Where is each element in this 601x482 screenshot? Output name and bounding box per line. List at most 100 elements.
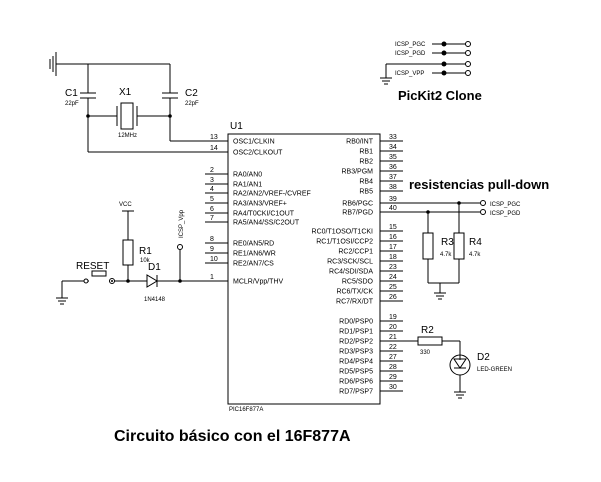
ic-pin-name: RD6/PSP6	[339, 379, 373, 386]
pickit-connector: ICSP_PGC ICSP_PGD ICSP_VPP PicKit2 Clone	[380, 41, 482, 103]
r1-ref: R1	[139, 246, 152, 257]
ic-pin-number: 28	[389, 364, 397, 371]
ic-pin-number: 23	[389, 264, 397, 271]
ic-pin-name: RC0/T1OSO/T1CKI	[312, 229, 374, 236]
ic-pin-number: 35	[389, 154, 397, 161]
x1-ref: X1	[119, 87, 132, 98]
ic-ref: U1	[230, 121, 243, 132]
ic-pin-name: RC4/SDI/SDA	[329, 269, 373, 276]
d1-value: 1N4148	[144, 297, 166, 303]
ic-pin-name: RA2/AN2/VREF-/CVREF	[233, 191, 311, 198]
ic-pin-name: RE0/AN5/RD	[233, 241, 274, 248]
x1-value: 12MHz	[118, 133, 137, 139]
pickit-pin-vpp-label: ICSP_VPP	[395, 71, 424, 77]
ic-pin-name: RB5	[359, 189, 373, 196]
ic-pin-name: RD2/PSP2	[339, 339, 373, 346]
ic-pin-number: 9	[210, 246, 214, 253]
ic-pin-name: OSC2/CLKOUT	[233, 150, 283, 157]
r4-value: 4.7k	[469, 252, 481, 258]
pickit-pin-pgc-label: ICSP_PGC	[395, 42, 426, 48]
r2-ref: R2	[421, 325, 434, 336]
ic-pin-name: RC6/TX/CK	[336, 289, 373, 296]
ic-pin-number: 13	[210, 134, 218, 141]
ic-pin-name: RB0/INT	[346, 139, 374, 146]
ic-pin-number: 37	[389, 174, 397, 181]
ic-pin-number: 15	[389, 224, 397, 231]
pulldown-pgc-label: ICSP_PGC	[490, 202, 521, 208]
ic-pin-name: RE1/AN6/WR	[233, 251, 276, 258]
ic-pin-name: RB4	[359, 179, 373, 186]
ic-pin-name: RD1/PSP1	[339, 329, 373, 336]
ic-pin-name: RA3/AN3/VREF+	[233, 201, 287, 208]
ic-pin-name: RD5/PSP5	[339, 369, 373, 376]
ic-pin-number: 30	[389, 384, 397, 391]
ic-pin-name: RA4/T0CKI/C1OUT	[233, 211, 295, 218]
ic-pin-number: 39	[389, 196, 397, 203]
ic-pin-number: 20	[389, 324, 397, 331]
ic-pin-name: RC5/SDO	[342, 279, 374, 286]
icsp-vpp-label: ICSP_Vpp	[179, 209, 185, 238]
ic-pin-name: RD4/PSP4	[339, 359, 373, 366]
ic-pin-number: 25	[389, 284, 397, 291]
ic-pin-number: 8	[210, 236, 214, 243]
ic-pin-number: 26	[389, 294, 397, 301]
ic-pin-number: 17	[389, 244, 397, 251]
r1-value: 10k	[140, 258, 151, 264]
r4-ref: R4	[469, 237, 482, 248]
diagram-title: Circuito básico con el 16F877A	[114, 428, 351, 445]
ic-pin-name: RC3/SCK/SCL	[327, 259, 373, 266]
ic-pin-name: RB2	[359, 159, 373, 166]
ic-pin-number: 19	[389, 314, 397, 321]
ic-pin-number: 33	[389, 134, 397, 141]
r3-ref: R3	[441, 237, 454, 248]
ic-pin-name: RD0/PSP0	[339, 319, 373, 326]
d1-ref: D1	[148, 262, 161, 273]
r3-value: 4.7k	[440, 252, 452, 258]
ic-pin-number: 2	[210, 167, 214, 174]
ic-part: PIC16F877A	[229, 407, 263, 413]
ic-pin-number: 18	[389, 254, 397, 261]
ic-pin-name: RC7/RX/DT	[336, 299, 374, 306]
ic-pin-number: 14	[210, 145, 218, 152]
ic-pin-number: 40	[389, 205, 397, 212]
ic-pin-number: 6	[210, 206, 214, 213]
ic-pin-name: RA1/AN1	[233, 182, 262, 189]
ic-pin-number: 16	[389, 234, 397, 241]
ic-pin-name: RD7/PSP7	[339, 389, 373, 396]
vcc-label: VCC	[119, 202, 132, 208]
pickit-pin-pgd-label: ICSP_PGD	[395, 51, 426, 57]
ic-pin-name: MCLR/Vpp/THV	[233, 279, 284, 286]
ic-pin-number: 34	[389, 144, 397, 151]
ic-pin-number: 24	[389, 274, 397, 281]
pulldown-pgd-label: ICSP_PGD	[490, 211, 521, 217]
led-circuit: R2 330 D2 LED-GREEN	[380, 325, 512, 399]
d2-value: LED-GREEN	[477, 367, 512, 373]
ic-pin-number: 5	[210, 196, 214, 203]
c2-ref: C2	[185, 88, 198, 99]
ic-pin-name: RA5/AN4/SS/C2OUT	[233, 220, 300, 227]
ic-pin-number: 29	[389, 374, 397, 381]
ic-pin-number: 1	[210, 274, 214, 281]
ic-pin-name: RA0/AN0	[233, 172, 262, 179]
ic-pin-name: RC1/T1OSI/CCP2	[316, 239, 373, 246]
ic-pin-number: 4	[210, 186, 214, 193]
r2-value: 330	[420, 350, 431, 356]
pickit-title: PicKit2 Clone	[398, 88, 482, 103]
ic-pin-name: RB1	[359, 149, 373, 156]
ic-pin-number: 10	[210, 256, 218, 263]
d2-ref: D2	[477, 352, 490, 363]
c1-value: 22pF	[65, 101, 79, 107]
ic-pin-name: RB7/PGD	[342, 210, 373, 217]
pulldown-title: resistencias pull-down	[409, 177, 549, 192]
ic-pin-name: RB3/PGM	[341, 169, 373, 176]
ic-pin-name: RD3/PSP3	[339, 349, 373, 356]
ic-pin-number: 7	[210, 215, 214, 222]
ic-pin-number: 3	[210, 177, 214, 184]
ic-pin-name: RB6/PGC	[342, 201, 373, 208]
c1-ref: C1	[65, 88, 78, 99]
reset-label: RESET	[76, 261, 109, 272]
ic-pin-number: 38	[389, 184, 397, 191]
reset-circuit: VCC R1 10k ICSP_Vpp RESET D1 1N4148	[56, 202, 228, 305]
ic-pin-number: 36	[389, 164, 397, 171]
ic-pin-number: 21	[389, 334, 397, 341]
